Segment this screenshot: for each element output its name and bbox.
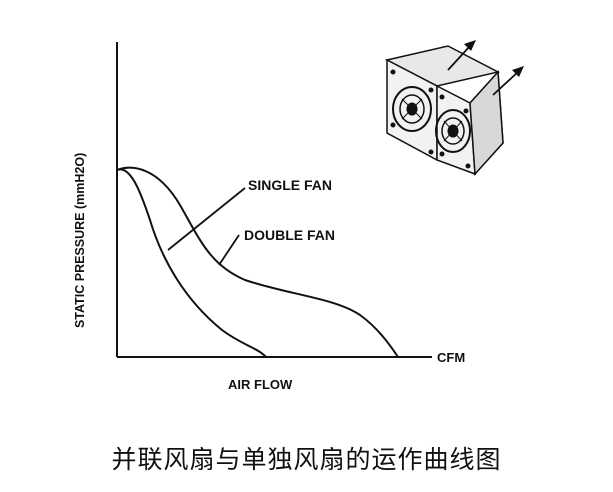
y-axis-label: STATIC PRESSURE (mmH2O) — [73, 153, 87, 328]
single-fan-pointer — [167, 187, 246, 251]
double-fan-unit-icon — [384, 40, 524, 176]
x-axis-unit-label: CFM — [437, 350, 465, 365]
x-axis-label: AIR FLOW — [228, 377, 293, 392]
single-fan-curve — [116, 168, 267, 358]
double-fan-pointer — [218, 234, 240, 266]
figure-caption: 并联风扇与单独风扇的运作曲线图 — [111, 445, 502, 474]
single-fan-label: SINGLE FAN — [248, 177, 332, 193]
double-fan-label: DOUBLE FAN — [244, 227, 335, 243]
double-fan-curve — [116, 166, 399, 358]
